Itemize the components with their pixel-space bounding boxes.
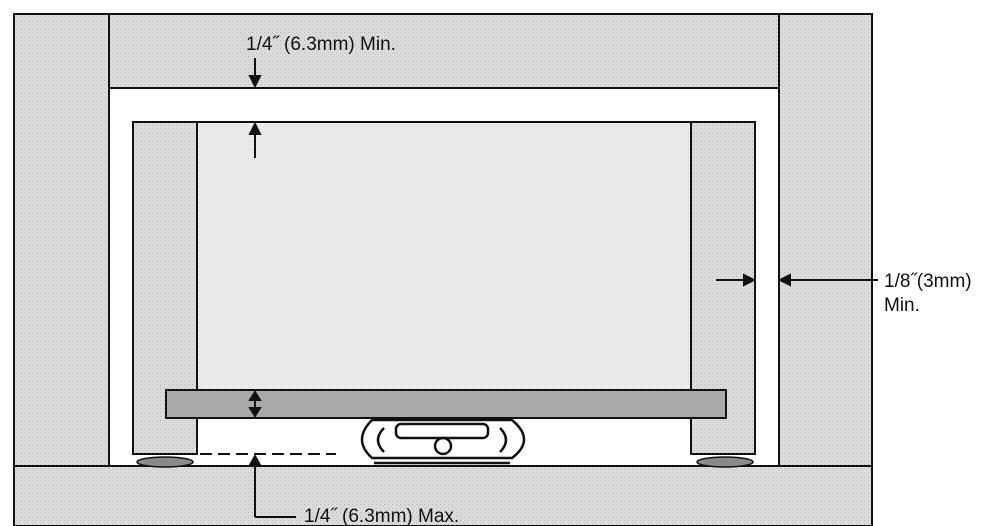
bottom-rail [13, 465, 873, 526]
drawer-box [196, 121, 692, 391]
bottom-clearance-leader [248, 453, 296, 518]
side-clearance-label-line1: 1/8˝(3mm) [884, 271, 972, 292]
shelf-gap-arrows [248, 390, 262, 418]
side-clearance-label-line2: Min. [884, 295, 920, 316]
top-clearance-label: 1/4˝ (6.3mm) Min. [246, 34, 396, 55]
top-clearance-arrows [248, 58, 262, 158]
drawer-bottom-board [165, 389, 727, 419]
leveler-foot-icon [136, 456, 754, 468]
bottom-clearance-label: 1/4˝ (6.3mm) Max. [304, 506, 459, 526]
drawer-slide-mechanism-icon [360, 418, 526, 465]
side-clearance-arrows [716, 273, 878, 287]
